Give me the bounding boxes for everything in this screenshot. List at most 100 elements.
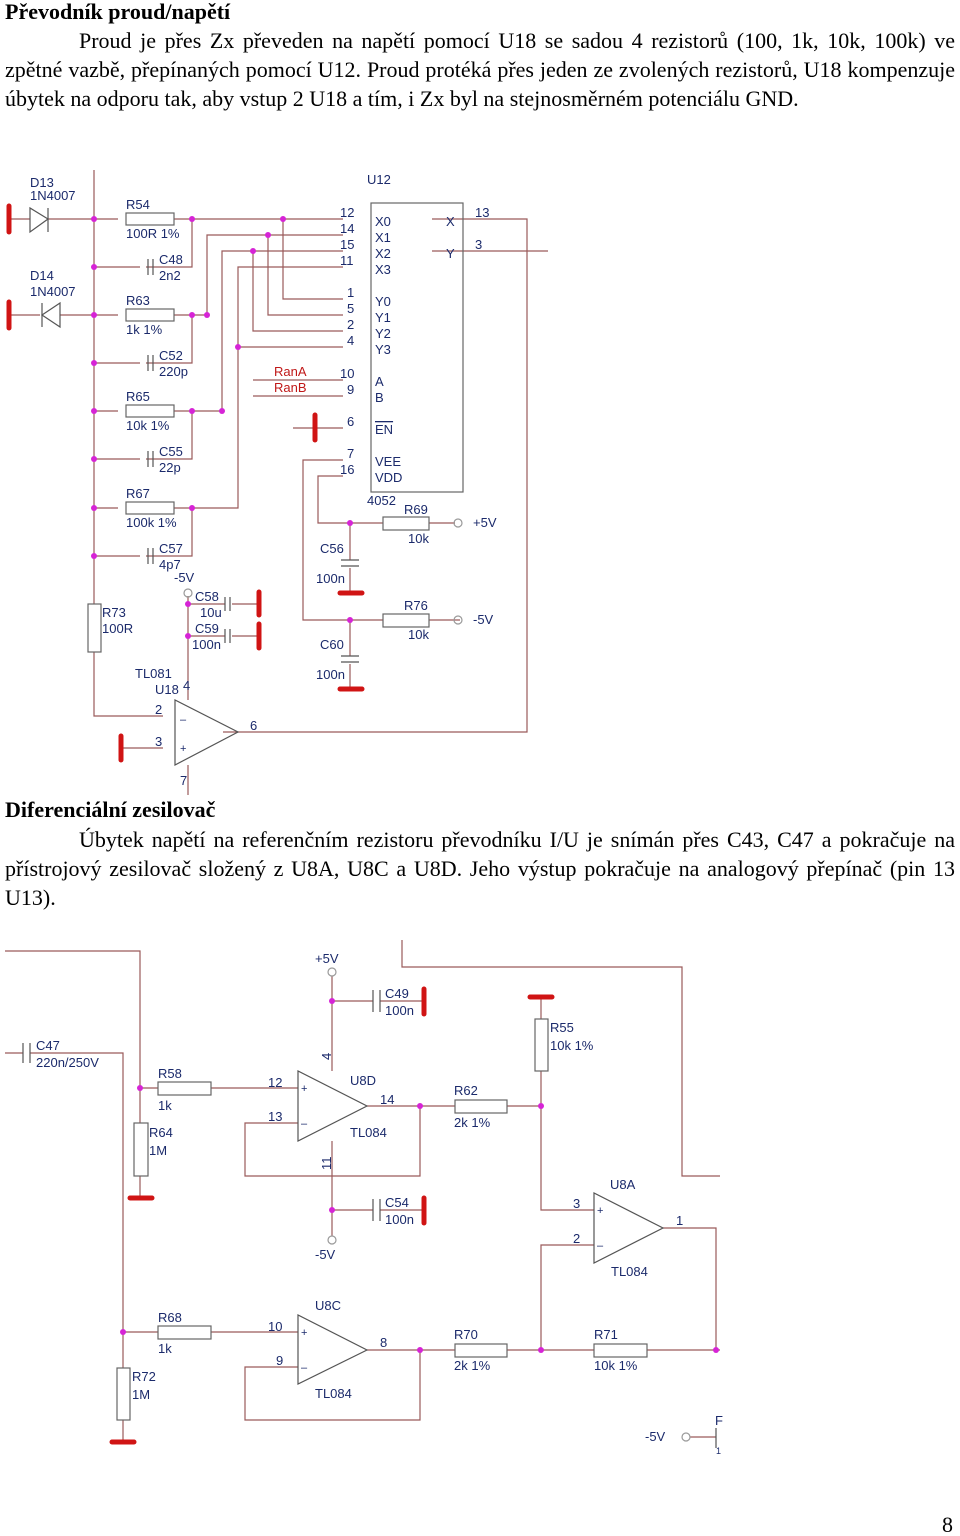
- pin-label: 4: [347, 333, 354, 348]
- label: 100R 1%: [126, 226, 180, 241]
- pin-label: 9: [276, 1353, 283, 1368]
- label: 1M: [149, 1143, 167, 1158]
- pin-label: 14: [380, 1092, 394, 1107]
- pin-label: 2: [347, 317, 354, 332]
- pin-label: 2: [573, 1231, 580, 1246]
- label: C47: [36, 1038, 60, 1053]
- label: TL081: [135, 666, 172, 681]
- label: 2k 1%: [454, 1115, 491, 1130]
- label: C59: [195, 621, 219, 636]
- label: C56: [320, 541, 344, 556]
- ground-symbols: [109, 986, 555, 1445]
- pin-label: 11: [340, 253, 354, 268]
- u8d-opamp: [297, 1070, 369, 1142]
- junctions: [120, 998, 719, 1353]
- section-paragraph: Úbytek napětí na referenčním rezistoru p…: [5, 827, 955, 910]
- plus-sign: +: [180, 743, 186, 755]
- label: 10k 1%: [126, 418, 170, 433]
- ground-symbols: [6, 203, 365, 763]
- ic-pin: X1: [375, 230, 391, 245]
- label: R76: [404, 598, 428, 613]
- pin-label: 9: [347, 382, 354, 397]
- label: 10k: [408, 627, 429, 642]
- label: R68: [158, 1310, 182, 1325]
- label: D13: [30, 175, 54, 190]
- label: 100n: [385, 1212, 414, 1227]
- label: R64: [149, 1125, 173, 1140]
- label: R73: [102, 605, 126, 620]
- label: C48: [159, 252, 183, 267]
- pin-label: 15: [340, 237, 354, 252]
- plus-sign: +: [301, 1083, 307, 1095]
- label: R65: [126, 389, 150, 404]
- label: U12: [367, 172, 391, 187]
- ic-pin: Y2: [375, 326, 391, 341]
- pin-label: 3: [475, 237, 482, 252]
- label: 100n: [385, 1003, 414, 1018]
- ic-pin: Y0: [375, 294, 391, 309]
- label: 10k: [408, 531, 429, 546]
- pin-label: 7: [347, 446, 354, 461]
- label: U8A: [610, 1177, 636, 1192]
- u12-ic: [370, 202, 464, 493]
- ic-pin: Y1: [375, 310, 391, 325]
- ic-pin: EN: [375, 422, 393, 437]
- label: 6: [250, 718, 257, 733]
- label: R71: [594, 1327, 618, 1342]
- net-label: RanB: [274, 380, 307, 395]
- label: 220n/250V: [36, 1055, 99, 1070]
- schematic2-labels: C47 220n/250V R58 1k R64 1M R68 1k R72 1…: [36, 951, 723, 1456]
- ic-pin: Y: [446, 246, 455, 261]
- label: D14: [30, 268, 54, 283]
- pin-label: 10: [340, 366, 354, 381]
- label: 100n: [316, 667, 345, 682]
- minus-sign: –: [301, 1118, 308, 1130]
- label: R67: [126, 486, 150, 501]
- wires: [5, 940, 720, 1442]
- label: R72: [132, 1369, 156, 1384]
- label: 2n2: [159, 268, 181, 283]
- ic-pin: X2: [375, 246, 391, 261]
- pin-label: 14: [340, 221, 354, 236]
- label: 4: [183, 678, 190, 693]
- pin-label: 1: [676, 1213, 683, 1228]
- net-label: RanA: [274, 364, 307, 379]
- label: 1M: [132, 1387, 150, 1402]
- label: 1: [716, 1446, 721, 1456]
- label: 7: [180, 773, 187, 788]
- schematic1-labels: D13 1N4007 D14 1N4007 R54 100R 1% C48 2n…: [30, 172, 497, 788]
- label: R63: [126, 293, 150, 308]
- pin-label: 12: [268, 1075, 282, 1090]
- section-paragraph: Proud je přes Zx převeden na napětí pomo…: [5, 28, 955, 111]
- label: 10k 1%: [550, 1038, 594, 1053]
- label: 22p: [159, 460, 181, 475]
- label: C60: [320, 637, 344, 652]
- label: 4052: [367, 493, 396, 508]
- label: 10u: [200, 605, 222, 620]
- label: 100k 1%: [126, 515, 177, 530]
- ic-pin: X0: [375, 214, 391, 229]
- label: 220p: [159, 364, 188, 379]
- label: R55: [550, 1020, 574, 1035]
- pin-label: 4: [319, 1053, 334, 1060]
- label: 1N4007: [30, 284, 76, 299]
- label: 100n: [316, 571, 345, 586]
- label: C57: [159, 541, 183, 556]
- label: 2: [155, 702, 162, 717]
- plus-sign: +: [597, 1205, 603, 1217]
- page-number: 8: [942, 1512, 953, 1536]
- label: C49: [385, 986, 409, 1001]
- label: C55: [159, 444, 183, 459]
- label: TL084: [611, 1264, 648, 1279]
- ic-pin: VEE: [375, 454, 401, 469]
- ic-pin: VDD: [375, 470, 402, 485]
- components: [29, 202, 464, 766]
- pin-label: 6: [347, 414, 354, 429]
- label: 10k 1%: [594, 1358, 638, 1373]
- ic-pin: A: [375, 374, 384, 389]
- pin-label: 10: [268, 1319, 282, 1334]
- minus-sign: –: [180, 714, 187, 726]
- label: C52: [159, 348, 183, 363]
